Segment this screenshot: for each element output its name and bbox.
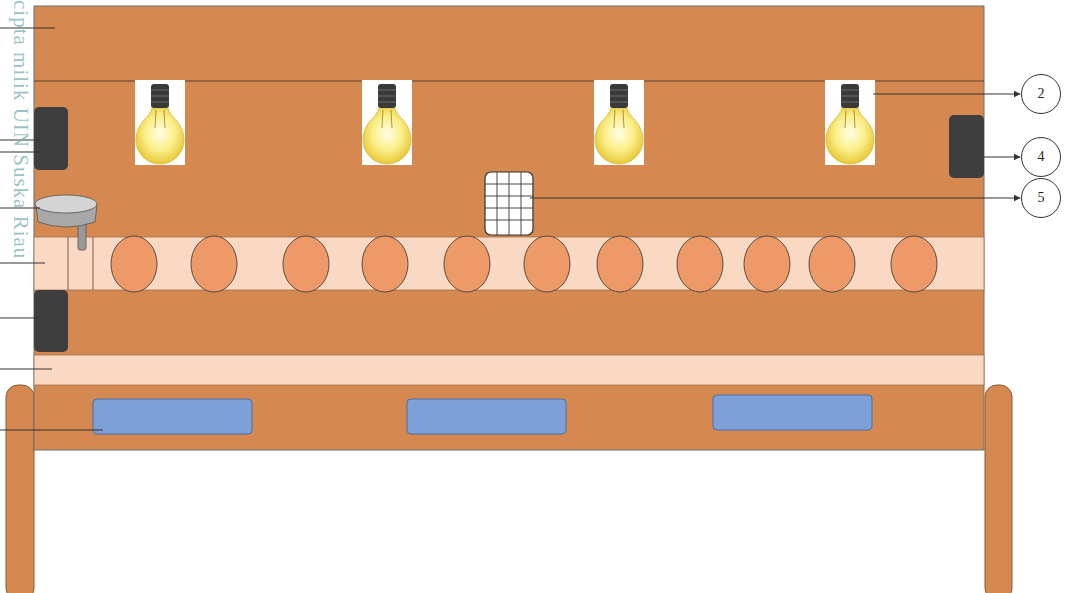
lamp	[362, 80, 412, 165]
egg	[677, 236, 723, 292]
callout-number: 5	[1038, 190, 1045, 206]
callout-number: 2	[1038, 86, 1045, 102]
fan	[34, 107, 68, 170]
fan	[949, 115, 984, 178]
watermark: cipta milik UIN Suska Riau	[8, 0, 33, 259]
water-tray	[93, 399, 252, 434]
fan	[34, 290, 68, 352]
tray-divider	[68, 237, 69, 290]
lower-tray	[34, 355, 984, 385]
callout-circle: 4	[1021, 137, 1061, 177]
lamp-group	[135, 80, 875, 165]
egg	[283, 236, 329, 292]
lamp	[135, 80, 185, 165]
egg-group	[111, 236, 937, 292]
lamp	[825, 80, 875, 165]
egg	[362, 236, 408, 292]
callout-circle: 2	[1021, 74, 1061, 114]
water-tray	[407, 399, 566, 434]
sensor-grid	[485, 172, 533, 235]
leg	[985, 385, 1012, 593]
egg	[891, 236, 937, 292]
egg	[524, 236, 570, 292]
leader-arrows	[530, 94, 1020, 198]
egg	[444, 236, 490, 292]
egg	[111, 236, 157, 292]
egg	[809, 236, 855, 292]
egg	[597, 236, 643, 292]
water-tray	[713, 395, 872, 430]
tray-divider	[93, 237, 94, 290]
lamp	[594, 80, 644, 165]
leg	[6, 385, 34, 593]
callout-circle: 5	[1021, 178, 1061, 218]
egg	[191, 236, 237, 292]
egg	[744, 236, 790, 292]
thermostat	[35, 195, 97, 250]
callout-number: 4	[1038, 149, 1045, 165]
incubator-body	[34, 6, 984, 450]
